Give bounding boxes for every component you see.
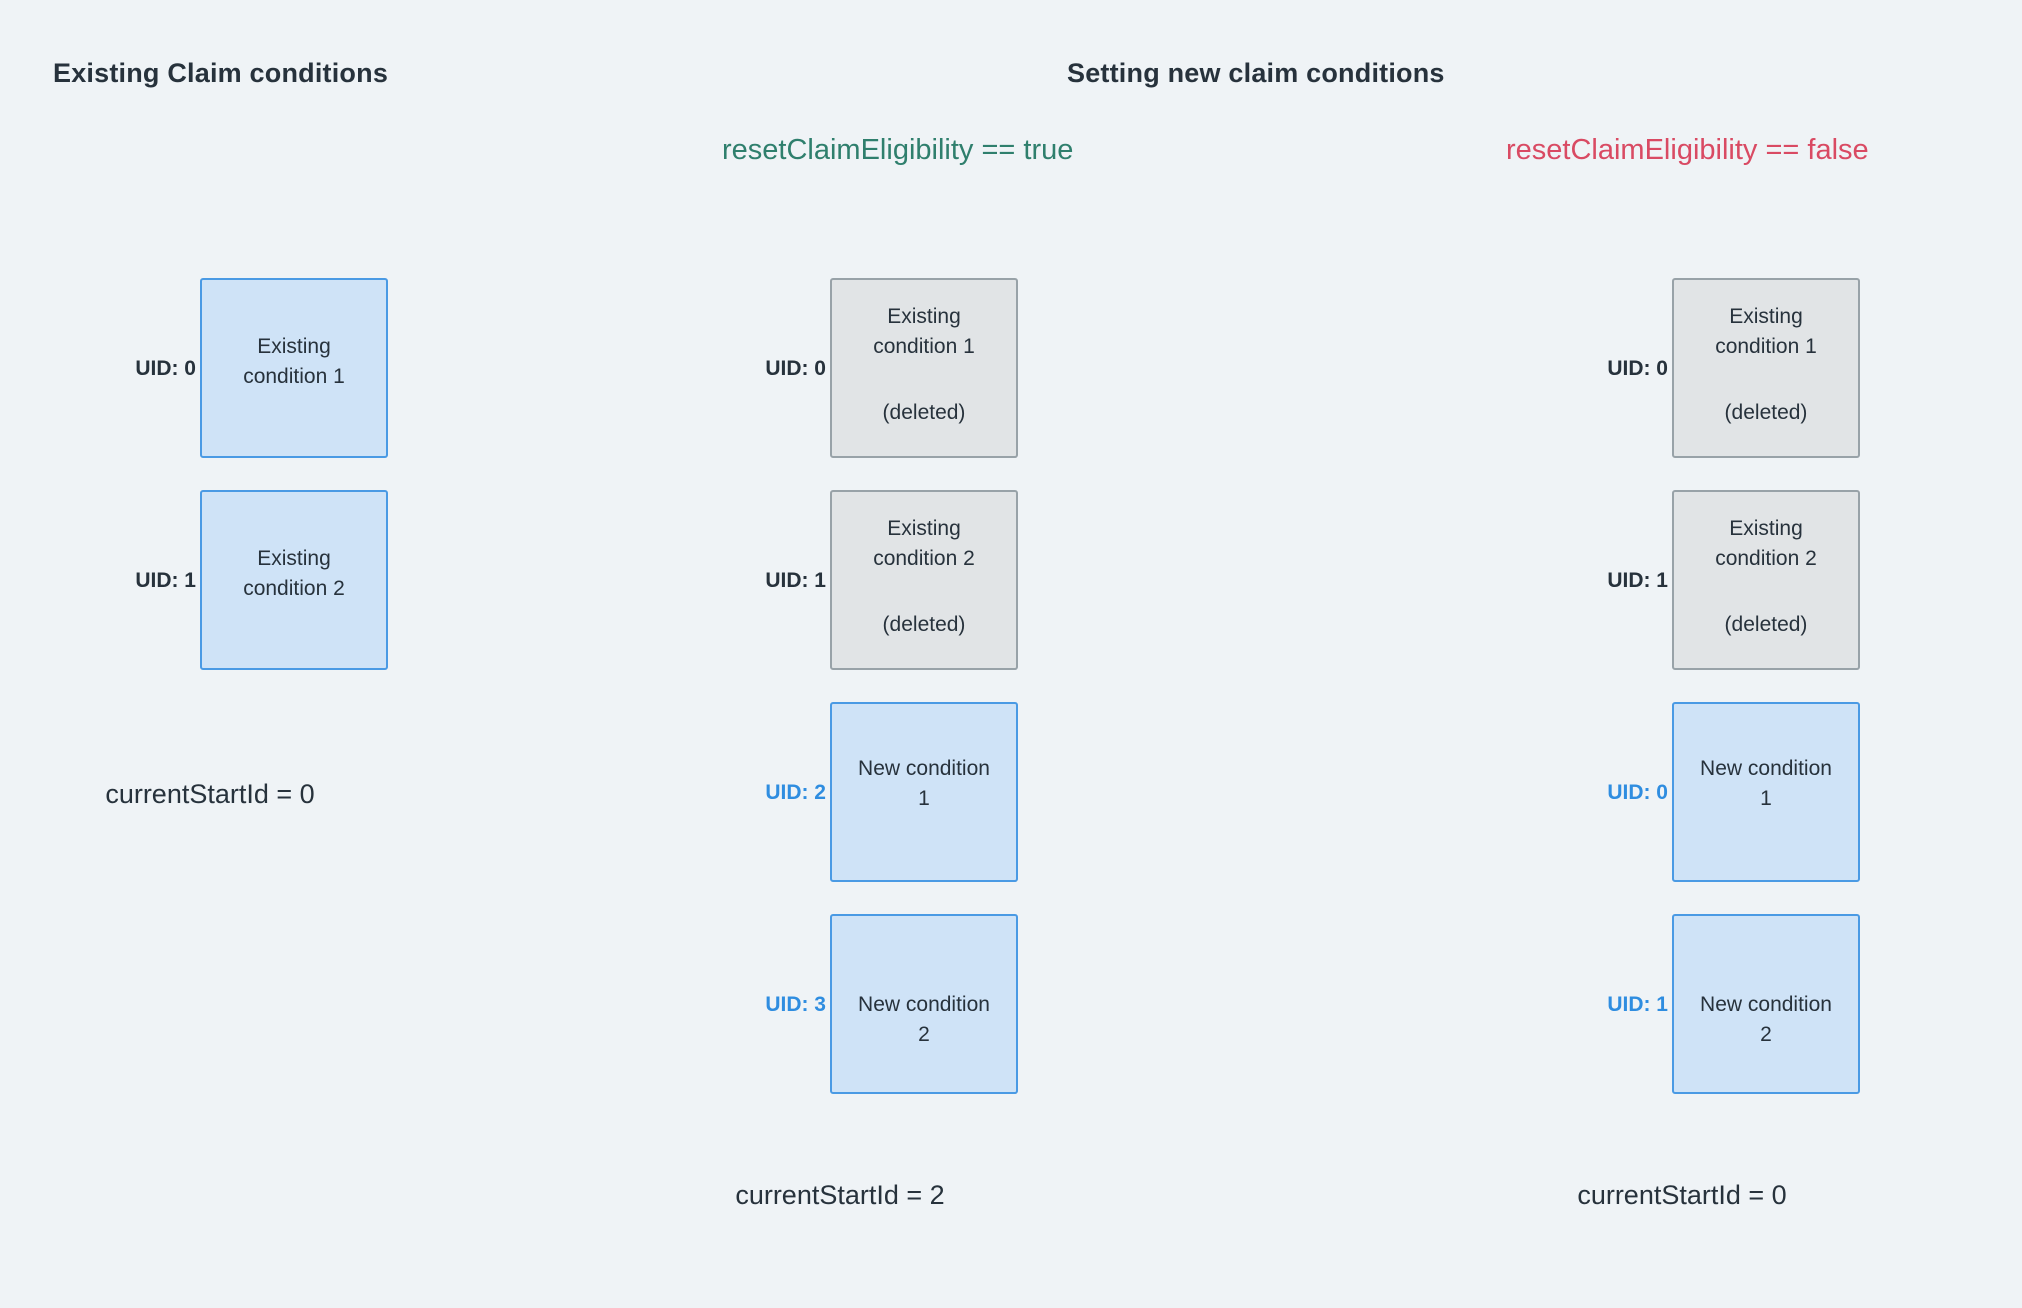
condition-box-status: (deleted) bbox=[1724, 401, 1808, 424]
current-start-id-reset-true: currentStartId = 2 bbox=[735, 1180, 945, 1210]
uid-label: UID: 0 bbox=[765, 357, 826, 380]
uid-label: UID: 1 bbox=[135, 569, 196, 592]
uid-label: UID: 1 bbox=[765, 569, 826, 592]
condition-box-status: (deleted) bbox=[882, 613, 966, 636]
current-start-id-reset-false: currentStartId = 0 bbox=[1577, 1180, 1787, 1210]
current-start-id-existing: currentStartId = 0 bbox=[105, 779, 315, 809]
page-title-existing-claim-conditions: Existing Claim conditions bbox=[53, 58, 389, 88]
uid-label: UID: 0 bbox=[1607, 781, 1668, 804]
uid-label: UID: 0 bbox=[135, 357, 196, 380]
subtitle-reset-eligibility-true: resetClaimEligibility == true bbox=[722, 134, 1074, 166]
uid-label: UID: 2 bbox=[765, 781, 826, 804]
page-title-setting-new-claim-conditions: Setting new claim conditions bbox=[1067, 58, 1445, 88]
condition-box-status: (deleted) bbox=[882, 401, 966, 424]
uid-label: UID: 1 bbox=[1607, 993, 1668, 1016]
subtitle-reset-eligibility-false: resetClaimEligibility == false bbox=[1506, 134, 1869, 166]
condition-box-status: (deleted) bbox=[1724, 613, 1808, 636]
uid-label: UID: 3 bbox=[765, 993, 826, 1016]
uid-label: UID: 1 bbox=[1607, 569, 1668, 592]
uid-label: UID: 0 bbox=[1607, 357, 1668, 380]
